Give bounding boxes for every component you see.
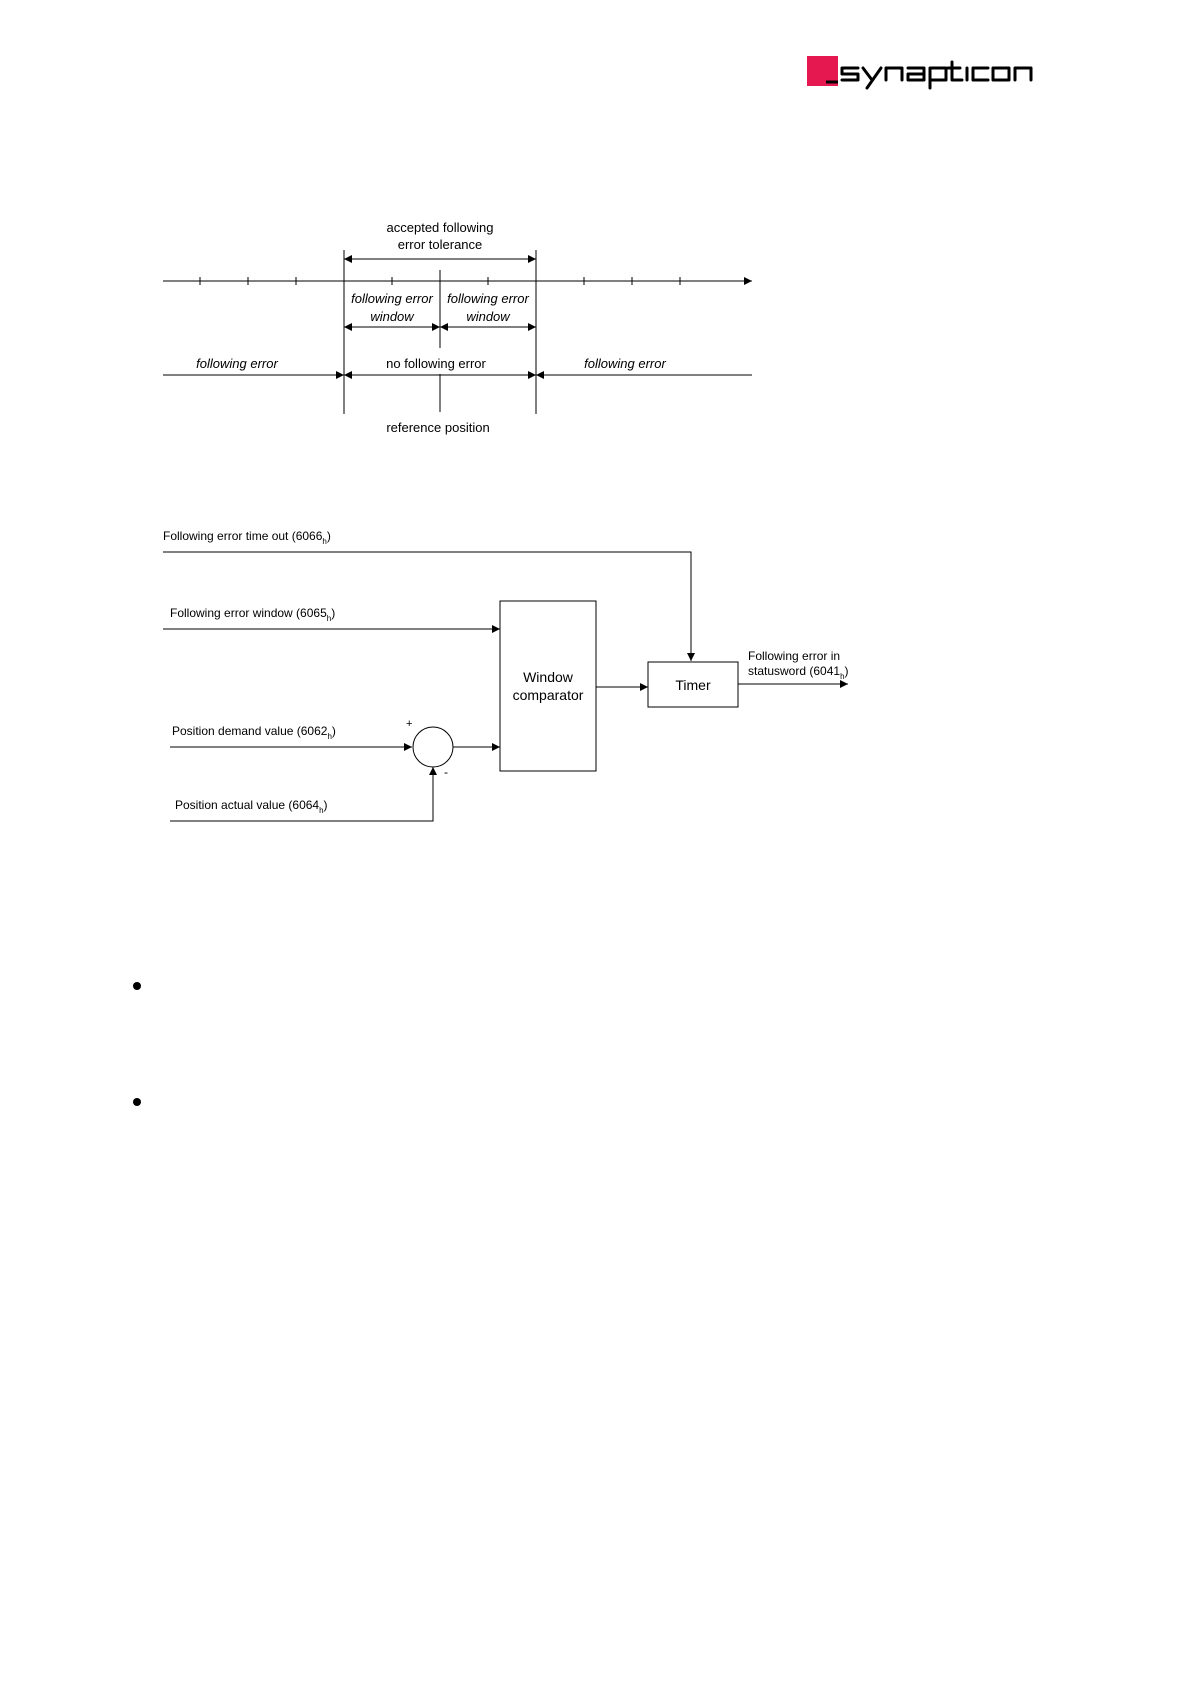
demand-input-label: Position demand value (6062h) [172, 724, 336, 741]
minus-sign: - [444, 765, 448, 779]
window-right-label-line2: window [466, 309, 511, 324]
output-label-line1: Following error in [748, 649, 840, 663]
no-following-error-label: no following error [386, 356, 486, 371]
window-left-label-line2: window [370, 309, 415, 324]
window-comparator-block [499, 600, 597, 772]
plus-sign: + [406, 718, 412, 730]
comparator-label-line1: Window [523, 669, 574, 685]
logo-wordmark [840, 60, 1033, 90]
actual-signal-line [170, 767, 437, 822]
following-error-left-label: following error [196, 356, 278, 371]
tolerance-label-line2: error tolerance [398, 237, 483, 252]
timer-label: Timer [675, 677, 711, 693]
tolerance-label-line1: accepted following [387, 220, 494, 235]
bullet-point-1 [133, 982, 141, 990]
summing-junction [412, 726, 454, 768]
synapticon-logo: synapticon [807, 56, 1033, 90]
window-input-label: Following error window (6065h) [170, 606, 335, 623]
timeout-input-label: Following error time out (6066h) [163, 529, 331, 546]
following-error-window-diagram: accepted following error tolerance follo… [163, 220, 752, 435]
timer-block [647, 661, 739, 708]
reference-position-label: reference position [386, 420, 489, 435]
comparator-label-line2: comparator [513, 687, 584, 703]
bullet-point-2 [133, 1098, 141, 1106]
timeout-signal-line [163, 551, 695, 661]
output-label-line2: statusword (6041h) [748, 664, 849, 681]
following-error-right-label: following error [584, 356, 666, 371]
window-right-label-line1: following error [447, 291, 529, 306]
actual-input-label: Position actual value (6064h) [175, 798, 328, 815]
window-left-label-line1: following error [351, 291, 433, 306]
axis-ticks [199, 277, 681, 285]
following-error-block-diagram: Following error time out (6066h) Followi… [163, 529, 849, 822]
